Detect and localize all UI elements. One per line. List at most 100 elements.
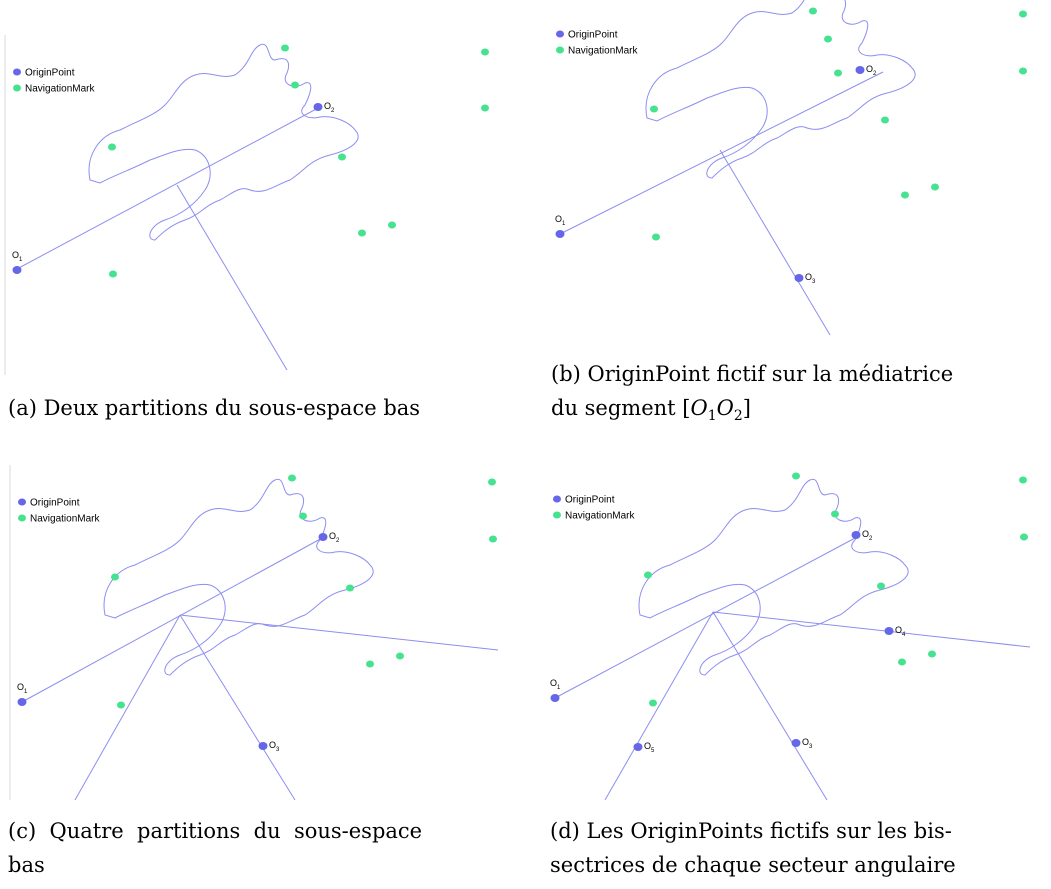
caption-a: (a) Deux partitions du sous-espace bas: [8, 391, 420, 425]
navigation-mark: [358, 229, 366, 237]
partition-line: [14, 106, 321, 271]
coastline-outline: [88, 43, 359, 241]
origin-point-label: O5: [644, 741, 655, 754]
origin-point-label: O2: [324, 101, 335, 114]
partition-line: [604, 611, 714, 801]
origin-point: [550, 694, 560, 702]
navigation-mark: [396, 652, 404, 660]
origin-point-label: O1: [17, 682, 28, 695]
legend-origin-swatch: [553, 495, 561, 503]
origin-point-label: O3: [269, 740, 280, 753]
navigation-mark: [291, 81, 299, 89]
origin-point-label: O2: [862, 529, 873, 542]
caption-d: (d) Les OriginPoints fictifs sur les bis…: [550, 814, 956, 882]
partition-lines: [14, 106, 321, 371]
legend-origin-label: OriginPoint: [568, 30, 618, 41]
legend-origin-swatch: [556, 30, 564, 38]
caption-a-text: (a) Deux partitions du sous-espace bas: [8, 396, 421, 420]
legend-nav-label: NavigationMark: [568, 46, 638, 57]
legend-origin-label: OriginPoint: [25, 68, 75, 79]
navigation-mark: [288, 474, 296, 482]
legend-nav-swatch: [18, 514, 26, 522]
partition-line: [21, 536, 325, 703]
legend-nav-label: NavigationMark: [30, 514, 100, 525]
coastline-outline: [103, 478, 374, 676]
navigation-mark: [489, 535, 497, 543]
navigation-mark: [117, 701, 125, 709]
navigation-mark: [1019, 10, 1027, 18]
caption-b-math: [O1O2]: [682, 396, 751, 425]
partition-line: [712, 611, 828, 801]
partition-lines: [21, 536, 499, 801]
origin-point-label: O1: [550, 678, 561, 691]
partition-line: [179, 614, 296, 801]
origin-point-label: O2: [866, 64, 877, 77]
caption-c: (c) Quatre partitions du sous-espace bas: [8, 814, 506, 882]
caption-b: (b) OriginPoint fictif sur la médiatrice…: [551, 357, 953, 433]
navigation-mark: [1019, 476, 1027, 484]
navigation-mark: [928, 650, 936, 658]
origin-point-label: O3: [805, 272, 816, 285]
legend-origin-swatch: [18, 498, 26, 506]
origin-point: [884, 627, 894, 635]
caption-c-line2: bas: [8, 853, 45, 877]
navigation-marks: [111, 474, 497, 709]
caption-d-line2: sectrices de chaque secteur angulaire: [550, 853, 956, 877]
caption-c-line1: (c) Quatre partitions du sous-espace: [8, 819, 423, 843]
navigation-marks: [644, 472, 1028, 707]
coastline-outline: [645, 0, 916, 179]
navigation-marks: [108, 44, 489, 278]
origin-point-label: O1: [555, 214, 566, 227]
origin-point: [12, 266, 22, 274]
navigation-mark: [366, 660, 374, 668]
coastline: [103, 478, 374, 676]
origin-point: [794, 274, 804, 282]
partition-line: [176, 184, 288, 371]
navigation-mark: [809, 7, 817, 15]
origin-point: [851, 531, 861, 539]
coastline: [638, 478, 909, 676]
origin-point-label: O3: [802, 737, 813, 750]
navigation-mark: [644, 571, 652, 579]
navigation-mark: [649, 699, 657, 707]
navigation-mark: [488, 478, 496, 486]
legend-nav-swatch: [553, 511, 561, 519]
caption-b-line2: du segment [O1O2]: [551, 391, 953, 433]
legend-origin-swatch: [13, 68, 21, 76]
origin-point-label: O1: [12, 250, 23, 263]
origin-point: [791, 739, 801, 747]
navigation-mark: [109, 270, 117, 278]
navigation-mark: [824, 35, 832, 43]
navigation-mark: [898, 658, 906, 666]
navigation-mark: [111, 573, 119, 581]
caption-b-prefix: du segment: [551, 396, 683, 420]
origin-point: [17, 698, 27, 706]
legend-nav-swatch: [13, 84, 21, 92]
caption-d-line1: (d) Les OriginPoints fictifs sur les bis…: [550, 819, 952, 843]
legend-nav-swatch: [556, 46, 564, 54]
partition-line: [179, 614, 499, 651]
coastline: [88, 43, 359, 241]
navigation-mark: [481, 48, 489, 56]
partition-line: [712, 611, 1031, 648]
navigation-mark: [1019, 67, 1027, 75]
navigation-mark: [281, 44, 289, 52]
navigation-mark: [1020, 533, 1028, 541]
navigation-mark: [881, 116, 889, 124]
navigation-mark: [650, 105, 658, 113]
navigation-mark: [346, 584, 354, 592]
origin-points: O1 O2: [12, 101, 335, 274]
